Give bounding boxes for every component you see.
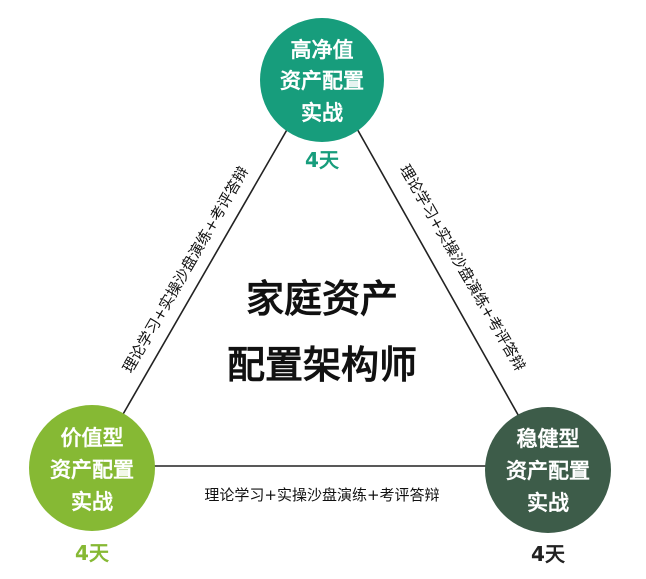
- edge-left-line: [91, 94, 308, 469]
- node-right-line2: 资产配置: [506, 459, 590, 483]
- edge-bottom-label: 理论学习+实操沙盘演练+考评答辩: [204, 486, 439, 504]
- edge-right-line: [337, 94, 549, 469]
- center-title-line2: 配置架构师: [227, 343, 417, 387]
- node-left-duration: 4天: [75, 541, 110, 565]
- node-left-circle: [29, 405, 155, 531]
- center-title-line1: 家庭资产: [246, 277, 398, 321]
- node-left-line3: 实战: [71, 490, 113, 514]
- node-top-duration: 4天: [305, 148, 340, 172]
- node-top-line3: 实战: [301, 101, 343, 125]
- node-right-circle: [485, 407, 611, 533]
- node-right-line3: 实战: [527, 491, 569, 515]
- node-right-line1: 稳健型: [517, 427, 580, 451]
- node-top-circle: [260, 18, 384, 142]
- node-top-line2: 资产配置: [280, 69, 364, 93]
- node-right-duration: 4天: [531, 542, 566, 566]
- node-top-line1: 高净值: [291, 38, 354, 62]
- node-left-line1: 价值型: [61, 426, 124, 450]
- node-left-line2: 资产配置: [50, 458, 134, 482]
